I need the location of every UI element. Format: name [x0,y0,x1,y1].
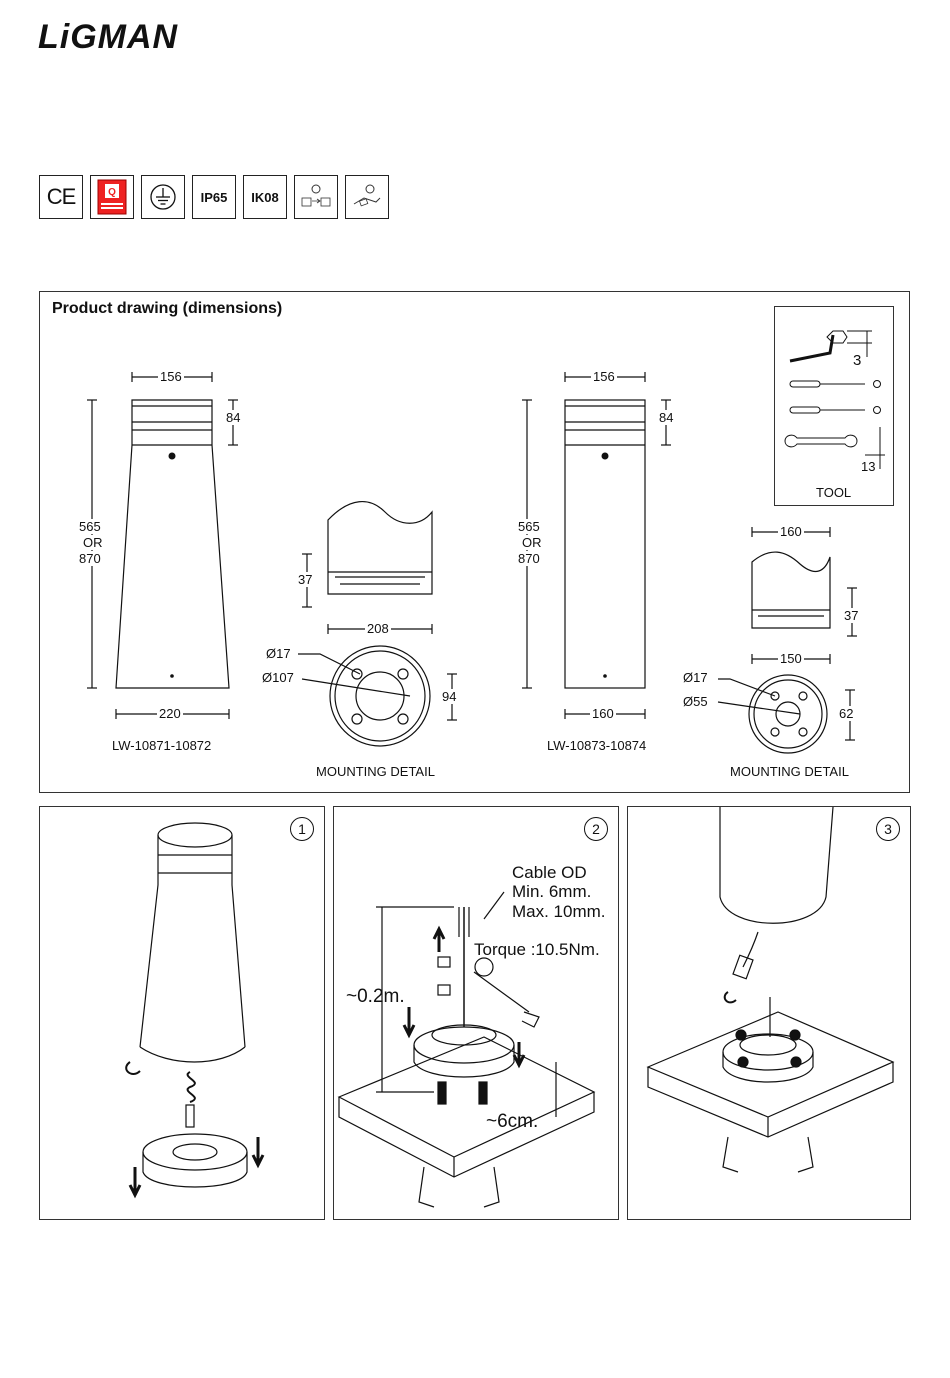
dim-b-head-height: 84 [657,410,675,425]
dim-b-top-width: 156 [591,369,617,384]
cable-od-line2: Min. 6mm. [512,882,591,902]
certification-row: CE Q IP65 IK08 [39,175,389,219]
dim-mount-a-pcd: Ø107 [262,670,294,685]
product-drawing-panel: Product drawing (dimensions) [39,291,910,793]
tools-drawing [775,307,895,507]
dim-mount-b-height: 37 [842,608,860,623]
mount-b-plan [749,675,827,753]
mount-a-plan [330,646,430,746]
step-3-illustration [628,807,912,1221]
dim-mount-b-top: 160 [778,524,804,539]
dim-a-height-1: 565 [77,519,103,534]
dim-a-head-height: 84 [224,410,242,425]
hex-size: 3 [853,352,861,369]
model-a-code: LW-10871-10872 [112,738,211,753]
ligman-logo: LiGMAN [38,16,228,56]
step-1-panel: 1 [39,806,325,1220]
dim-mount-a-width: 208 [365,621,391,636]
logo-text: LiGMAN [38,18,179,56]
step-2-panel: 2 Cable OD Min. 6mm. Max. 10mm. [333,806,619,1220]
dim-mount-b-width: 150 [778,651,804,666]
bollard-b-outline [565,400,645,688]
dim-b-height-3: 870 [516,551,542,566]
dim-a-top-width: 156 [158,369,184,384]
step-1-illustration [40,807,326,1221]
cable-od-line3: Max. 10mm. [512,902,606,922]
wrench-size: 13 [861,459,875,474]
tool-label: TOOL [816,485,851,500]
mount-a-label: MOUNTING DETAIL [316,764,435,779]
dim-b-base-width: 160 [590,706,616,721]
wiring-symbol-icon [345,175,389,219]
bollard-a-outline [116,400,229,688]
quality-mark-icon: Q [90,175,134,219]
dim-mount-a-side: 94 [440,689,458,704]
hex-key-icon [790,335,833,361]
mount-b-section [752,552,830,628]
hex-nut-icon [827,331,847,343]
dim-a-height-3: 870 [77,551,103,566]
ce-mark-icon: CE [39,175,83,219]
earth-ground-icon [141,175,185,219]
mount-b-label: MOUNTING DETAIL [730,764,849,779]
screwdriver-phillips-icon [790,381,820,387]
cable-od-line1: Cable OD [512,863,587,883]
dim-mount-b-hole: Ø17 [683,670,708,685]
dim-b-height-1: 565 [516,519,542,534]
ik08-icon: IK08 [243,175,287,219]
mains-voltage-icon [294,175,338,219]
mount-a-section [328,502,432,594]
tool-box: 3 13 TOOL [774,306,894,506]
dim-a-height-2: OR [81,535,105,550]
dim-mount-a-height: 37 [296,572,314,587]
ip65-icon: IP65 [192,175,236,219]
height-note: ~0.2m. [346,987,405,1007]
dim-b-height-2: OR [520,535,544,550]
screwdriver-flat-icon [790,407,820,413]
svg-text:Q: Q [108,187,116,198]
dim-mount-a-hole: Ø17 [266,646,291,661]
depth-note: ~6cm. [486,1112,538,1132]
dim-a-base-width: 220 [157,706,183,721]
torque-note: Torque :10.5Nm. [474,940,600,960]
step-3-panel: 3 [627,806,911,1220]
wrench-icon [785,435,857,447]
dim-mount-b-side: 62 [837,706,855,721]
model-b-code: LW-10873-10874 [547,738,646,753]
dim-mount-b-pcd: Ø55 [683,694,708,709]
